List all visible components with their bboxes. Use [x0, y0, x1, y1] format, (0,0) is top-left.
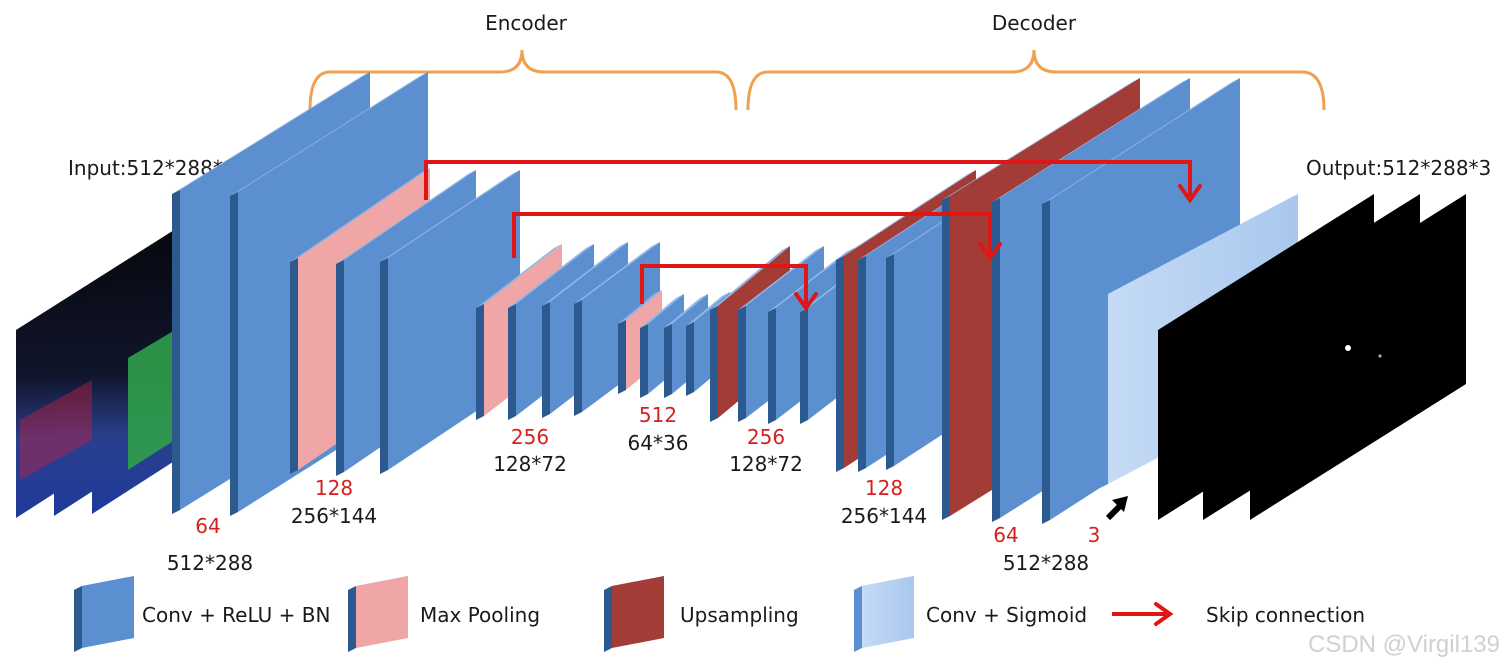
legend-label-upsampling: Upsampling: [680, 603, 799, 627]
channels-label-dec-3: 3: [1088, 523, 1101, 547]
output-detection-blob: [1345, 345, 1351, 351]
channels-label-dec-128: 128: [865, 476, 903, 500]
size-label-enc-256x144: 256*144: [291, 504, 377, 528]
size-label-dec-512x288: 512*288: [1003, 551, 1089, 575]
channels-label-enc-128: 128: [315, 476, 353, 500]
legend-swatch-upsampling: [604, 576, 664, 652]
legend-skip-arrow-icon: [1112, 602, 1174, 626]
size-label-enc-128x72: 128*72: [493, 452, 567, 476]
skip-connection-256: [640, 264, 808, 304]
channels-label-dec-64: 64: [993, 523, 1018, 547]
legend-label-max-pooling: Max Pooling: [420, 603, 540, 627]
size-label-dec-256x144: 256*144: [841, 504, 927, 528]
size-label-mid-64x36: 64*36: [628, 431, 689, 455]
legend-swatches: [74, 576, 914, 652]
sigmoid-pointer-arrow-icon: [1105, 496, 1128, 521]
encoder-title: Encoder: [485, 11, 568, 35]
legend-swatch-max-pooling: [348, 576, 408, 652]
legend-swatch-conv-sigmoid: [854, 576, 914, 652]
legend-label-skip-connection: Skip connection: [1206, 603, 1365, 627]
decoder-brace: [746, 49, 1326, 111]
channels-label-enc-64: 64: [195, 514, 220, 538]
size-label-enc-512x288: 512*288: [167, 551, 253, 575]
legend-label-conv-relu-bn: Conv + ReLU + BN: [142, 603, 330, 627]
skip-connection-64: [424, 160, 1192, 200]
legend-label-conv-sigmoid: Conv + Sigmoid: [926, 603, 1087, 627]
channels-label-dec-256: 256: [747, 425, 785, 449]
channels-label-mid-512: 512: [639, 403, 677, 427]
decoder-title: Decoder: [992, 11, 1077, 35]
encoder-brace: [308, 49, 738, 111]
output-frames: [1158, 194, 1466, 520]
output-label: Output:512*288*3: [1306, 156, 1491, 180]
layer-blocks: [172, 72, 1298, 524]
legend-swatch-conv-relu-bn: [74, 576, 134, 652]
channels-label-enc-256: 256: [511, 425, 549, 449]
skip-connection-128: [512, 212, 992, 258]
size-label-dec-128x72: 128*72: [729, 452, 803, 476]
skip-arrowheads: [794, 184, 1202, 312]
watermark: CSDN @Virgil139: [1308, 631, 1500, 658]
skip-connections: [424, 160, 1192, 304]
